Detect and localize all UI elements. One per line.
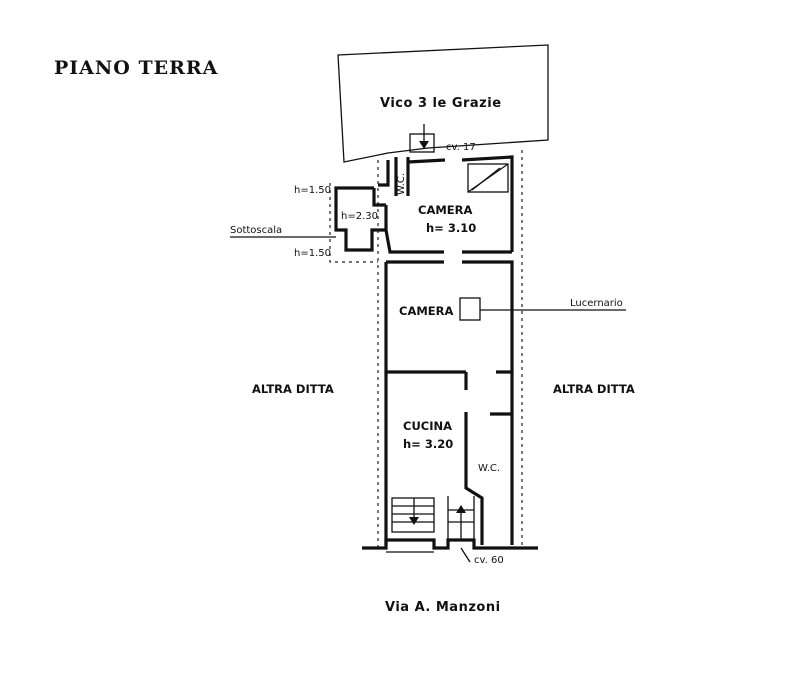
wall-annex-top: [372, 188, 386, 207]
room-name-camera-mid: CAMERA: [399, 304, 453, 318]
sottoscala-boundary: [329, 183, 378, 263]
street-name-bottom: Via A. Manzoni: [385, 600, 501, 615]
wall-annex: [334, 186, 386, 252]
skylight-icon: [459, 297, 481, 321]
room-height-camera-top: h= 3.10: [426, 221, 476, 235]
wall-facade: [362, 538, 538, 550]
wall-top-1: [407, 158, 446, 164]
street-name-top: Vico 3 le Grazie: [380, 96, 502, 111]
wall-bottom-left: [384, 205, 444, 254]
neighbour-right: ALTRA DITTA: [553, 382, 635, 396]
street-block-top: [337, 44, 549, 163]
annotation-h-top: h=1.50: [294, 185, 331, 196]
annotation-h-bottom: h=1.50: [294, 248, 331, 259]
stairs-top: [467, 163, 509, 193]
annotation-lucernario: Lucernario: [570, 298, 623, 309]
arrow-down-icon: [419, 141, 429, 149]
room-name-camera-top: CAMERA: [418, 203, 472, 217]
arrow-down-icon: [409, 517, 419, 525]
civic-number-bottom: cv. 60: [474, 555, 504, 566]
civic-number-top: cv. 17: [446, 142, 476, 153]
room-height-cucina: h= 3.20: [403, 437, 453, 451]
plan-title: PIANO TERRA: [54, 57, 218, 79]
stairs-bottom: [391, 497, 435, 533]
room-name-wc-bottom: W.C.: [478, 463, 500, 474]
entrance-top: [409, 133, 435, 153]
room-name-cucina: CUCINA: [403, 419, 452, 433]
annotation-h-mid: h=2.30: [341, 211, 378, 222]
wall-wc-divider: [464, 412, 484, 545]
room-name-wc-top: W.C.: [396, 173, 407, 195]
annotation-sottoscala: Sottoscala: [230, 225, 282, 236]
leader-line-civic: [460, 547, 471, 563]
wall-segment: [378, 160, 390, 187]
neighbour-left: ALTRA DITTA: [252, 382, 334, 396]
arrow-up-icon: [456, 505, 466, 513]
wall-mid-right: [462, 260, 514, 374]
stairs-diagonal-2: [471, 167, 501, 191]
wall-top-right: [461, 155, 514, 252]
